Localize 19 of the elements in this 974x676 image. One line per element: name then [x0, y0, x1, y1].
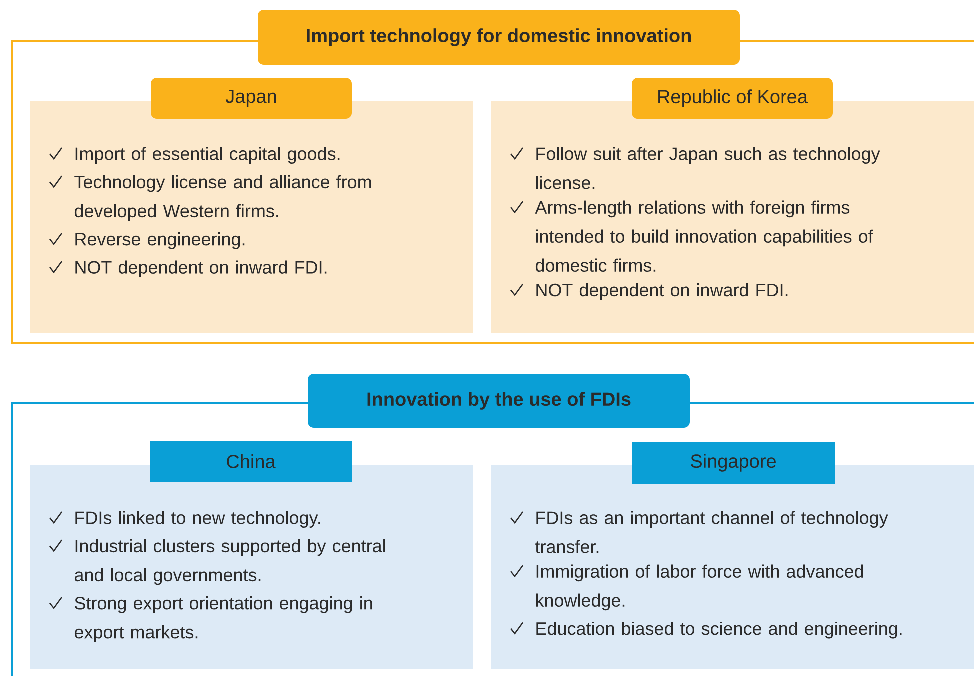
country-tab: Singapore: [632, 442, 835, 484]
bullet-item: Strong export orientation engaging in export markets.: [50, 596, 372, 642]
bullet-item: NOT dependent on inward FDI.: [50, 260, 327, 278]
bullet-item: Reverse engineering.: [50, 232, 245, 250]
bullet-item: FDIs linked to new technology.: [50, 511, 320, 528]
bullet-item: Import of essential capital goods.: [50, 147, 340, 164]
bullet-item: Follow suit after Japan such as technology license.: [510, 147, 880, 190]
bullet-item: Industrial clusters supported by central and local governments.: [50, 539, 386, 586]
bullet-item: Immigration of labor force with advanced knowledge.: [510, 564, 864, 611]
bullet-item: Technology license and alliance from developed Western firms.: [50, 175, 372, 222]
bullet-item: Education biased to science and engineering.: [510, 622, 902, 639]
bullet-item: Arms-length relations with foreign firms intended to build innovation capabilities of domestic firms.: [510, 200, 874, 272]
country-tab: China: [150, 441, 352, 482]
country-tab: Japan: [151, 78, 352, 119]
heading-tab: Innovation by the use of FDIs: [308, 374, 690, 428]
bullet-item: NOT dependent on inward FDI.: [510, 283, 788, 300]
bullet-item: FDIs as an important channel of technology transfer.: [510, 511, 888, 554]
heading-tab: Import technology for domestic innovation: [258, 10, 740, 65]
country-tab: Republic of Korea: [632, 78, 833, 119]
